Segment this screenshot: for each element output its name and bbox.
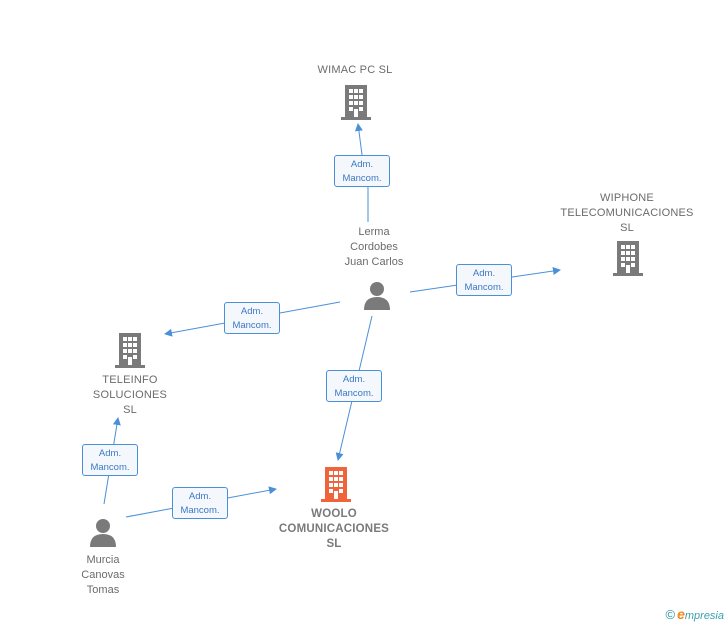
edge-label-line: Adm. (188, 491, 212, 502)
copyright-icon: © (665, 607, 676, 622)
node-label-line: SL (326, 538, 342, 550)
node-label-murcia[interactable]: Murcia Canovas Tomas (53, 553, 153, 598)
edge-label-line: Adm. (472, 268, 496, 279)
edge-label-line: Adm. (350, 159, 374, 170)
node-label-wiphone[interactable]: WIPHONE TELECOMUNICACIONES SL (552, 191, 702, 236)
brand-name: mpresia (684, 610, 724, 622)
edge-label-lerma-teleinfo[interactable]: Adm. Mancom. (224, 302, 280, 334)
node-label-line: SL (620, 222, 634, 234)
node-label-teleinfo[interactable]: TELEINFO SOLUCIONES SL (70, 373, 190, 418)
node-label-wimac[interactable]: WIMAC PC SL (295, 63, 415, 78)
node-label-line: Cordobes (350, 241, 398, 253)
edge-label-line: Adm. (240, 306, 264, 317)
edge-label-line: Mancom. (342, 173, 382, 184)
node-label-line: TELEINFO (102, 374, 158, 386)
node-label-line: WIPHONE (600, 192, 654, 204)
node-label-line: Lerma (358, 226, 390, 238)
edge-label-murcia-teleinfo[interactable]: Adm. Mancom. (82, 444, 138, 476)
node-label-line: Canovas (81, 569, 125, 581)
edge-label-line: Mancom. (180, 505, 220, 516)
edge-label-line: Adm. (342, 374, 366, 385)
person-icon[interactable] (362, 280, 392, 310)
building-icon[interactable] (340, 84, 372, 120)
edge-label-line: Mancom. (334, 388, 374, 399)
node-label-line: WOOLO (311, 508, 357, 520)
brand-initial: e (677, 606, 685, 622)
edge-label-line: Mancom. (464, 282, 504, 293)
brand-logo: ©empresia (665, 606, 724, 622)
node-label-line: Juan Carlos (344, 256, 404, 268)
edge-label-line: Mancom. (90, 462, 130, 473)
node-label-line: Tomas (86, 584, 120, 596)
edge-label-line: Mancom. (232, 320, 272, 331)
node-label-line: Murcia (86, 554, 120, 566)
node-label-line: SL (123, 404, 137, 416)
node-label-line: COMUNICACIONES (278, 523, 390, 535)
edge-label-line: Adm. (98, 448, 122, 459)
building-icon[interactable] (612, 240, 644, 276)
edge-label-lerma-wimac[interactable]: Adm. Mancom. (334, 155, 390, 187)
node-label-woolo[interactable]: WOOLO COMUNICACIONES SL (264, 507, 404, 552)
edge-label-lerma-woolo[interactable]: Adm. Mancom. (326, 370, 382, 402)
node-label-line: TELECOMUNICACIONES (560, 207, 694, 219)
node-label-lerma[interactable]: Lerma Cordobes Juan Carlos (324, 225, 424, 270)
node-label-line: WIMAC PC SL (317, 64, 393, 76)
edge-label-lerma-wiphone[interactable]: Adm. Mancom. (456, 264, 512, 296)
person-icon[interactable] (88, 517, 118, 547)
building-icon[interactable] (114, 332, 146, 368)
edge-label-murcia-woolo[interactable]: Adm. Mancom. (172, 487, 228, 519)
node-label-line: SOLUCIONES (92, 389, 168, 401)
building-icon-main[interactable] (320, 466, 352, 502)
